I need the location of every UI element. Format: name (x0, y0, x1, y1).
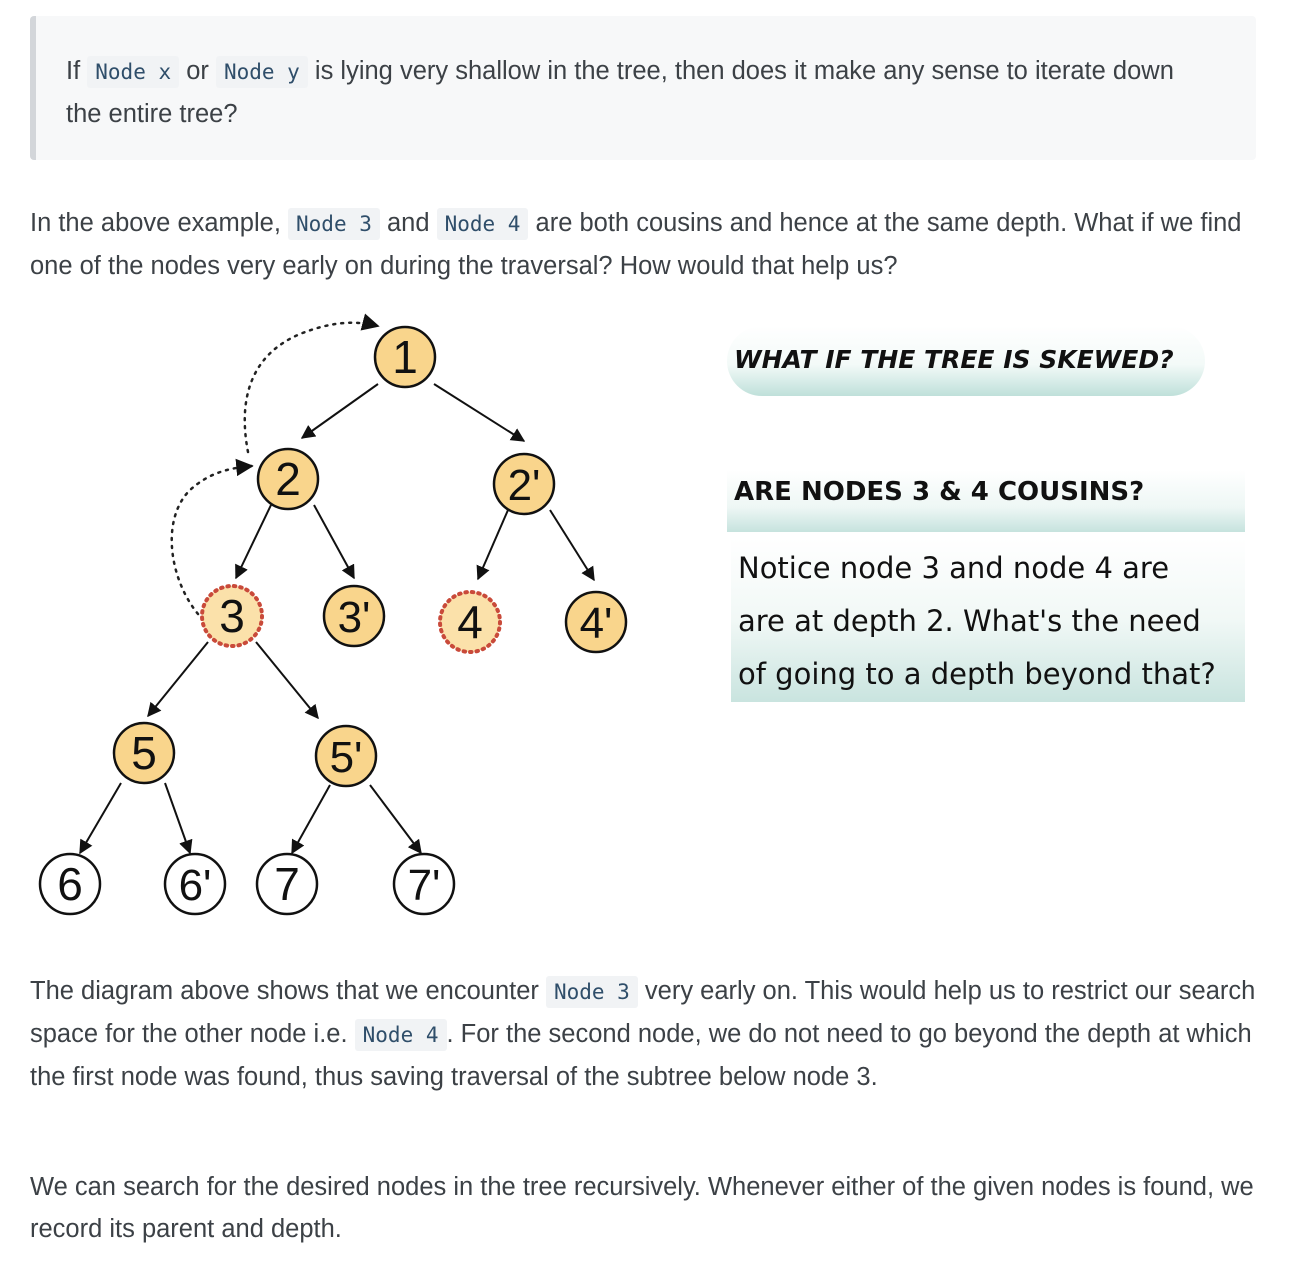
edge-5p-7 (291, 784, 331, 855)
edge-2-3p (313, 504, 355, 580)
edge-5p-7p (369, 784, 422, 855)
callout-skewed-text: WHAT IF THE TREE IS SKEWED? (734, 345, 1174, 374)
edge-2p-4p (549, 509, 595, 582)
node-label: 3 (219, 590, 245, 642)
node-label: 6 (57, 858, 83, 910)
tree-node-2-prime: 2' (492, 452, 556, 516)
paragraph-recursion: We can search for the desired nodes in t… (30, 1173, 1254, 1243)
para2-post: . For the second node, we do not need to… (30, 1020, 1252, 1091)
tree-node-4-prime: 4' (564, 590, 628, 654)
edge-1-2 (300, 383, 379, 439)
blockquote: If Node x or Node y is lying very shallo… (30, 16, 1256, 160)
code-node-4: Node 4 (436, 208, 529, 240)
code-node-y: Node y (215, 56, 308, 88)
tree-node-6-prime: 6' (163, 852, 227, 916)
node-label: 4' (580, 599, 613, 648)
tree-node-6: 6 (38, 852, 102, 916)
quote-text-mid: or (179, 57, 216, 85)
para1-post: are both cousins and hence at the same d… (30, 209, 1242, 280)
tree-node-1: 1 (373, 325, 437, 389)
note-box: Notice node 3 and node 4 are are at dept… (731, 538, 1245, 702)
tree-node-2: 2 (256, 447, 320, 511)
edge-3-5 (147, 641, 209, 718)
tree-node-5-prime: 5' (314, 724, 378, 788)
note-line-2: are at depth 2. What's the need (738, 604, 1201, 638)
node-label: 2 (275, 453, 301, 505)
node-label: 3' (338, 593, 371, 642)
tree-node-4-highlighted: 4 (438, 590, 502, 654)
para1-pre: In the above example, (30, 209, 289, 237)
tree-diagram: 1 2 2' 3 3' 4 4' 5 (38, 313, 1245, 916)
tree-node-5: 5 (112, 721, 176, 785)
node-label: 6' (179, 861, 212, 910)
quote-text: If Node x or Node y is lying very shallo… (66, 50, 1216, 135)
code-node-x: Node x (87, 56, 180, 88)
edge-5-6p (164, 782, 193, 855)
code-node-3: Node 3 (288, 208, 380, 240)
node-label: 7' (408, 861, 441, 910)
note-line-1: Notice node 3 and node 4 are (738, 551, 1169, 585)
paragraph-explanation: The diagram above shows that we encounte… (30, 970, 1270, 1098)
note-line-3: of going to a depth beyond that? (738, 657, 1216, 691)
tree-node-3-highlighted: 3 (200, 584, 264, 648)
traversal-path-to-root (243, 313, 380, 454)
node-label: 5 (131, 727, 157, 779)
para2-pre: The diagram above shows that we encounte… (30, 977, 546, 1005)
edge-3-5p (255, 641, 319, 720)
callout-skewed: WHAT IF THE TREE IS SKEWED? (727, 326, 1205, 396)
node-label: 7 (274, 858, 300, 910)
callout-cousins-text: ARE NODES 3 & 4 COUSINS? (734, 477, 1144, 507)
quote-text-post: is lying very shallow in the tree, then … (66, 57, 1174, 128)
node-label: 4 (457, 596, 483, 648)
edge-2-3 (235, 504, 272, 580)
edge-5-6 (79, 782, 122, 855)
code-node-4: Node 4 (354, 1019, 447, 1051)
quote-text-pre: If (66, 57, 88, 85)
callout-cousins: ARE NODES 3 & 4 COUSINS? (727, 470, 1245, 532)
tree-node-7-prime: 7' (392, 852, 456, 916)
tree-node-3-prime: 3' (322, 584, 386, 648)
edge-2p-4 (476, 509, 509, 581)
code-node-3: Node 3 (545, 976, 638, 1008)
node-label: 1 (392, 331, 418, 383)
node-label: 5' (330, 733, 363, 782)
tree-node-7: 7 (255, 852, 319, 916)
edge-1-2p (433, 383, 526, 442)
para2-mid: very early on. This would help us to res… (30, 977, 1256, 1048)
node-label: 2' (508, 461, 541, 510)
paragraph-example: In the above example, Node 3 and Node 4 … (30, 202, 1270, 287)
traversal-path-to-node-2 (170, 458, 254, 616)
para1-mid: and (379, 209, 437, 237)
